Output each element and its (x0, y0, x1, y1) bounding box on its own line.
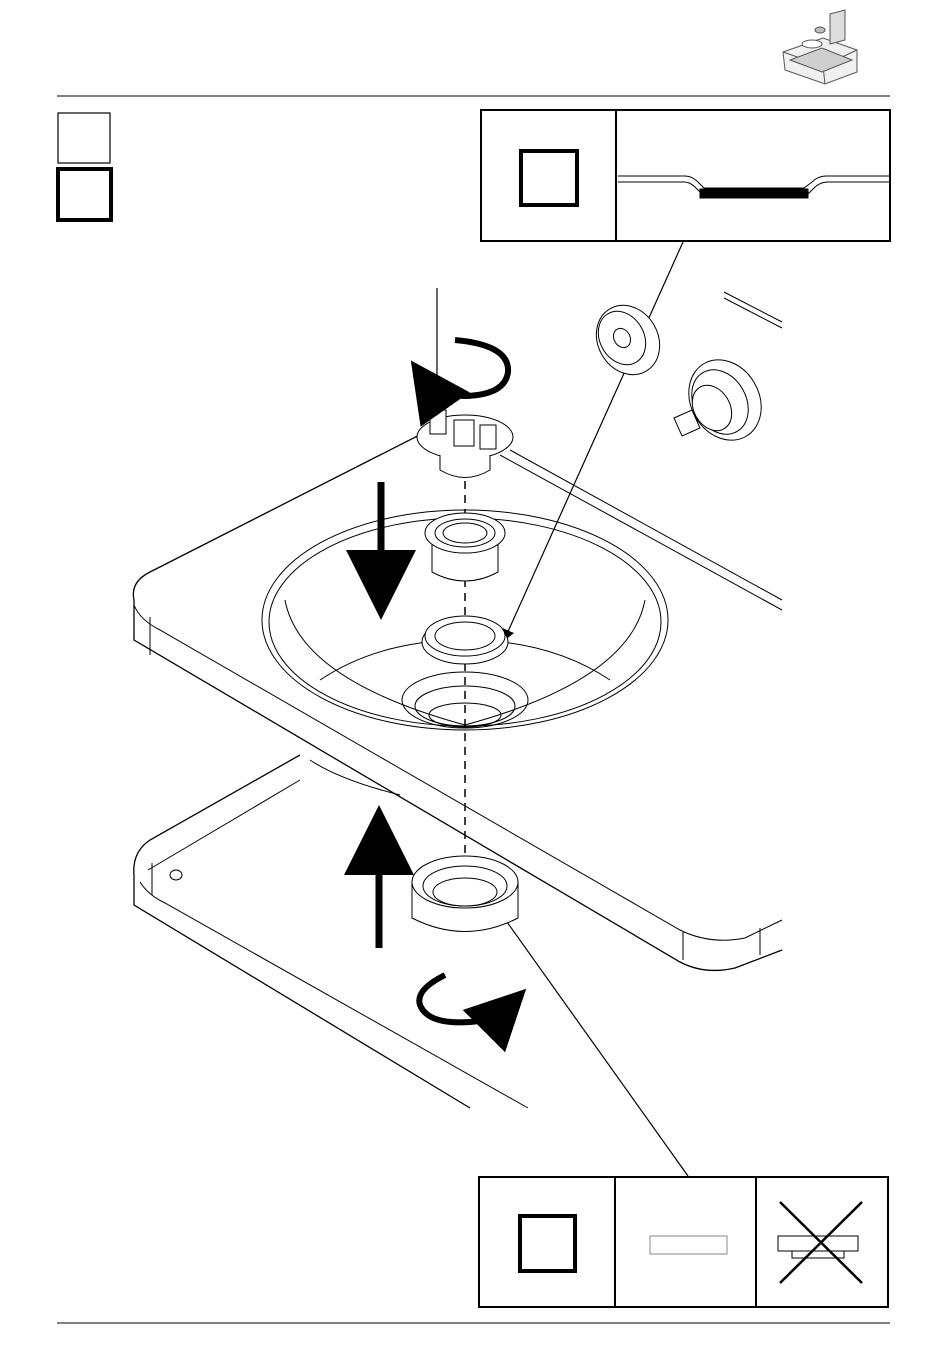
leader-bottom (507, 922, 688, 1176)
flange-ring-icon (422, 616, 508, 664)
correct-flat-seal-icon (650, 1236, 727, 1254)
drain-nut-icon (412, 856, 518, 932)
top-detail-panel (481, 110, 890, 241)
rotate-clockwise-arrow-icon (428, 340, 508, 396)
rotate-counterclockwise-arrow-icon (419, 975, 505, 1022)
checkbox-square-icon[interactable] (520, 1216, 575, 1271)
step-box-empty[interactable] (58, 113, 110, 163)
checkbox-square-icon[interactable] (521, 151, 577, 205)
leader-top (506, 242, 683, 636)
faucet-mount-thumbnail-icon (783, 10, 857, 84)
bottom-detail-panel (479, 1177, 888, 1307)
washer-icon (584, 294, 672, 386)
valve-cartridge-icon (674, 347, 775, 454)
step-box-bold[interactable] (58, 169, 111, 220)
drain-sleeve-icon (425, 513, 505, 581)
drain-plug-icon (417, 410, 513, 478)
